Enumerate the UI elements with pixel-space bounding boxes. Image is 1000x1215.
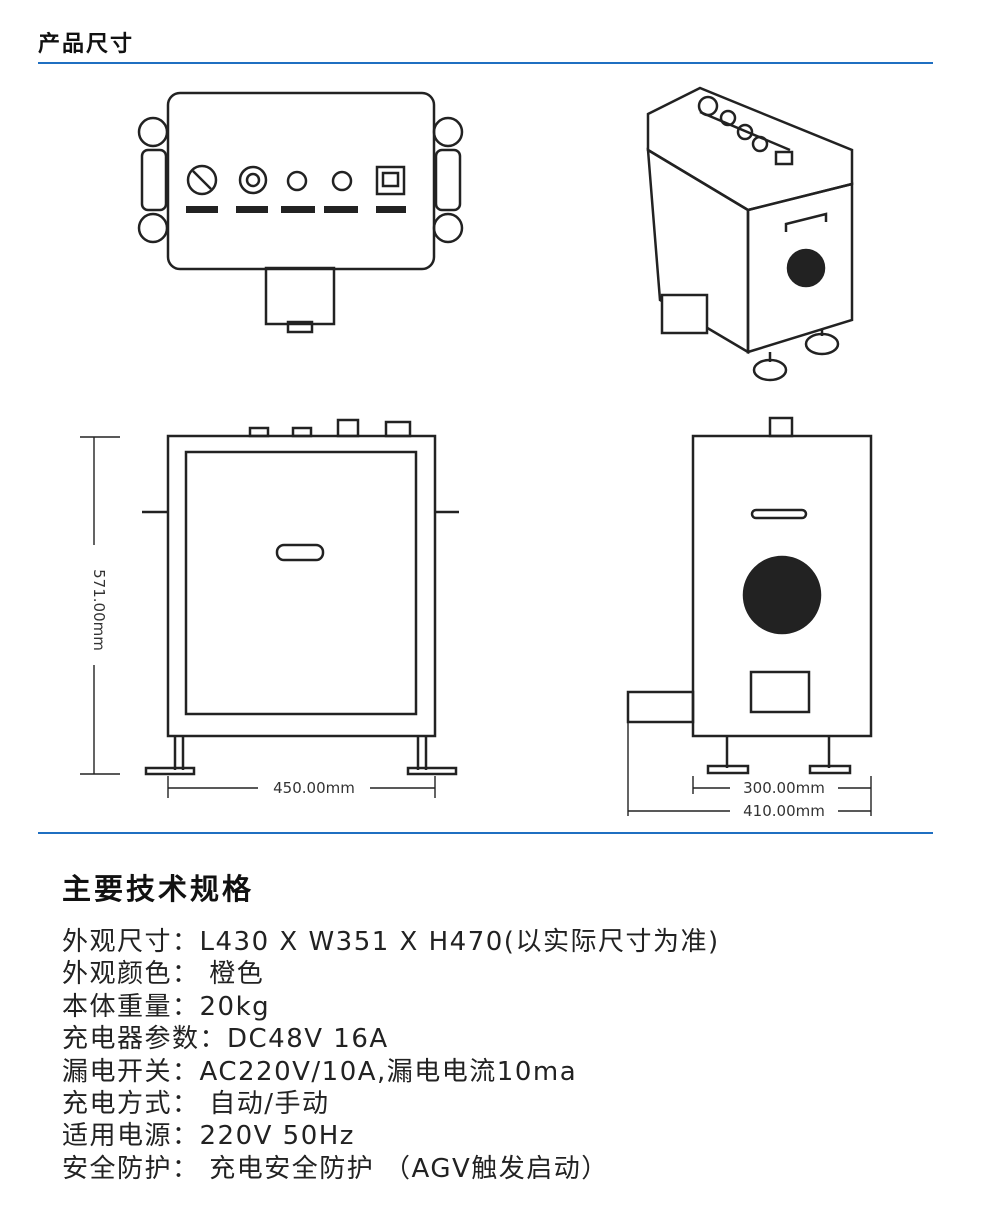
spec-list: 外观尺寸：L430 X W351 X H470(以实际尺寸为准) 外观颜色： 橙… — [62, 926, 720, 1185]
dimension-height: 571.00mm — [90, 569, 108, 651]
button-labels — [186, 206, 406, 213]
dimension-width-side-outer: 410.00mm — [743, 802, 825, 820]
spec-color: 外观颜色： 橙色 — [62, 959, 265, 990]
spec-weight: 本体重量：20kg — [62, 991, 271, 1022]
spec-power-source: 适用电源：220V 50Hz — [62, 1121, 355, 1152]
top-view-drawing — [137, 91, 464, 334]
divider-top — [38, 62, 933, 64]
product-drawings: 571.00mm 450.00mm 300.00mm 410.00mm — [80, 86, 873, 820]
dimension-width-side-inner: 300.00mm — [743, 779, 825, 797]
dimension-lines — [80, 436, 872, 816]
spec-dimensions: 外观尺寸：L430 X W351 X H470(以实际尺寸为准) — [62, 927, 720, 957]
isometric-view-drawing — [646, 86, 854, 382]
spec-charging-mode: 充电方式： 自动/手动 — [62, 1089, 330, 1120]
spec-leakage-switch: 漏电开关：AC220V/10A,漏电电流10ma — [62, 1056, 578, 1087]
side-view-drawing — [626, 416, 873, 775]
front-view-drawing — [142, 418, 459, 776]
spec-charger: 充电器参数：DC48V 16A — [62, 1024, 389, 1055]
divider-middle — [38, 832, 933, 834]
spec-safety: 安全防护： 充电安全防护 （AGV触发启动） — [62, 1153, 609, 1184]
section-title-dimensions: 产品尺寸 — [38, 32, 135, 57]
dimension-width-front: 450.00mm — [273, 779, 355, 797]
section-title-specs: 主要技术规格 — [62, 872, 255, 906]
